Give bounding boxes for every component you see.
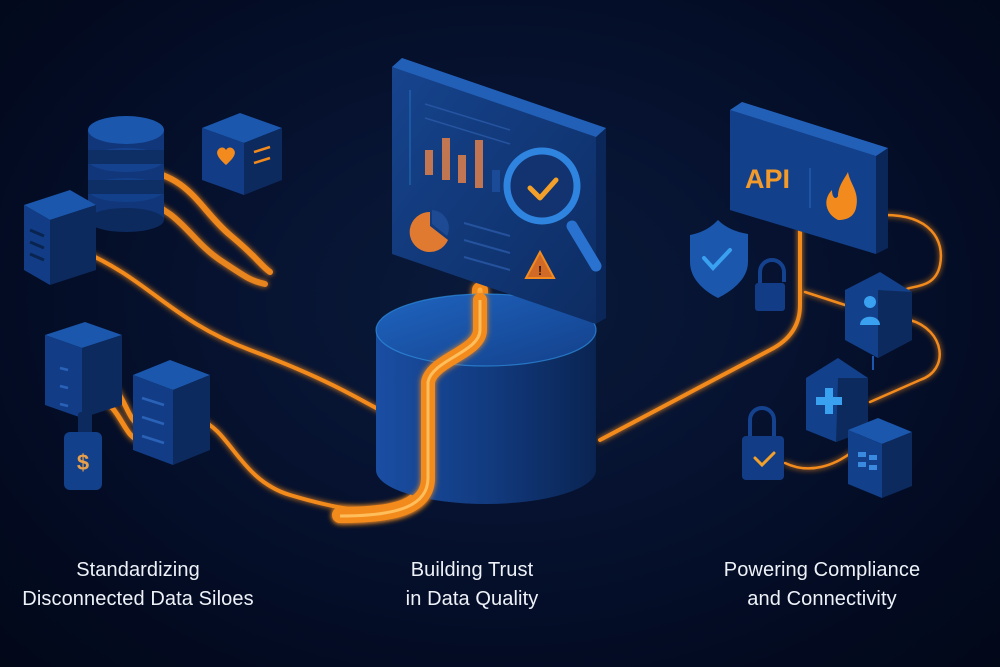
medical-house-icon — [806, 358, 868, 442]
svg-text:!: ! — [538, 263, 542, 278]
building-icon — [848, 418, 912, 498]
pie-chart-icon — [409, 210, 449, 252]
health-heart-box-icon — [202, 113, 282, 195]
flow-line-lock-building — [783, 450, 854, 470]
flow-line-user-loop — [868, 318, 941, 404]
caption-line: and Connectivity — [747, 588, 897, 610]
central-stream-front — [333, 293, 487, 523]
heart-icon — [217, 147, 235, 165]
api-label: API — [745, 164, 790, 194]
flow-line-shield-link — [803, 290, 847, 307]
svg-text:$: $ — [77, 450, 89, 475]
warning-icon: ! — [524, 249, 556, 279]
flow-line-db-bottom — [137, 197, 268, 287]
caption-building-trust: Building Trust in Data Quality — [372, 556, 572, 614]
api-panel: API — [730, 102, 888, 254]
caption-standardizing: Standardizing Disconnected Data Siloes — [0, 556, 276, 614]
padlock-icon — [755, 258, 786, 311]
server-icon-lower-2 — [133, 360, 210, 465]
server-icon-lower-1 — [45, 322, 122, 418]
bar-chart-icon — [425, 138, 500, 192]
caption-line: Standardizing — [76, 559, 200, 581]
caption-line: Disconnected Data Siloes — [22, 588, 254, 610]
dollar-lock-icon: $ — [64, 412, 102, 490]
caption-line: in Data Quality — [405, 588, 539, 610]
flow-line-db-top — [137, 167, 273, 275]
dashboard-panel-icon: ! — [392, 58, 606, 324]
data-flow-lines — [78, 167, 943, 515]
caption-line: Building Trust — [410, 559, 534, 581]
user-house-icon — [845, 272, 912, 370]
database-icon — [88, 116, 164, 232]
server-icon — [24, 190, 96, 285]
flow-line-api-loop — [883, 213, 943, 292]
flow-line-right-main — [598, 226, 802, 442]
flame-icon — [826, 172, 857, 220]
magnifier-check-icon — [503, 147, 602, 272]
flow-line-lower-left — [198, 418, 402, 515]
caption-line: Powering Compliance — [723, 559, 921, 581]
shield-check-icon — [690, 220, 748, 298]
flow-line-left-long — [78, 248, 382, 412]
lock-check-icon — [742, 406, 784, 480]
caption-powering-compliance: Powering Compliance and Connectivity — [690, 556, 954, 614]
